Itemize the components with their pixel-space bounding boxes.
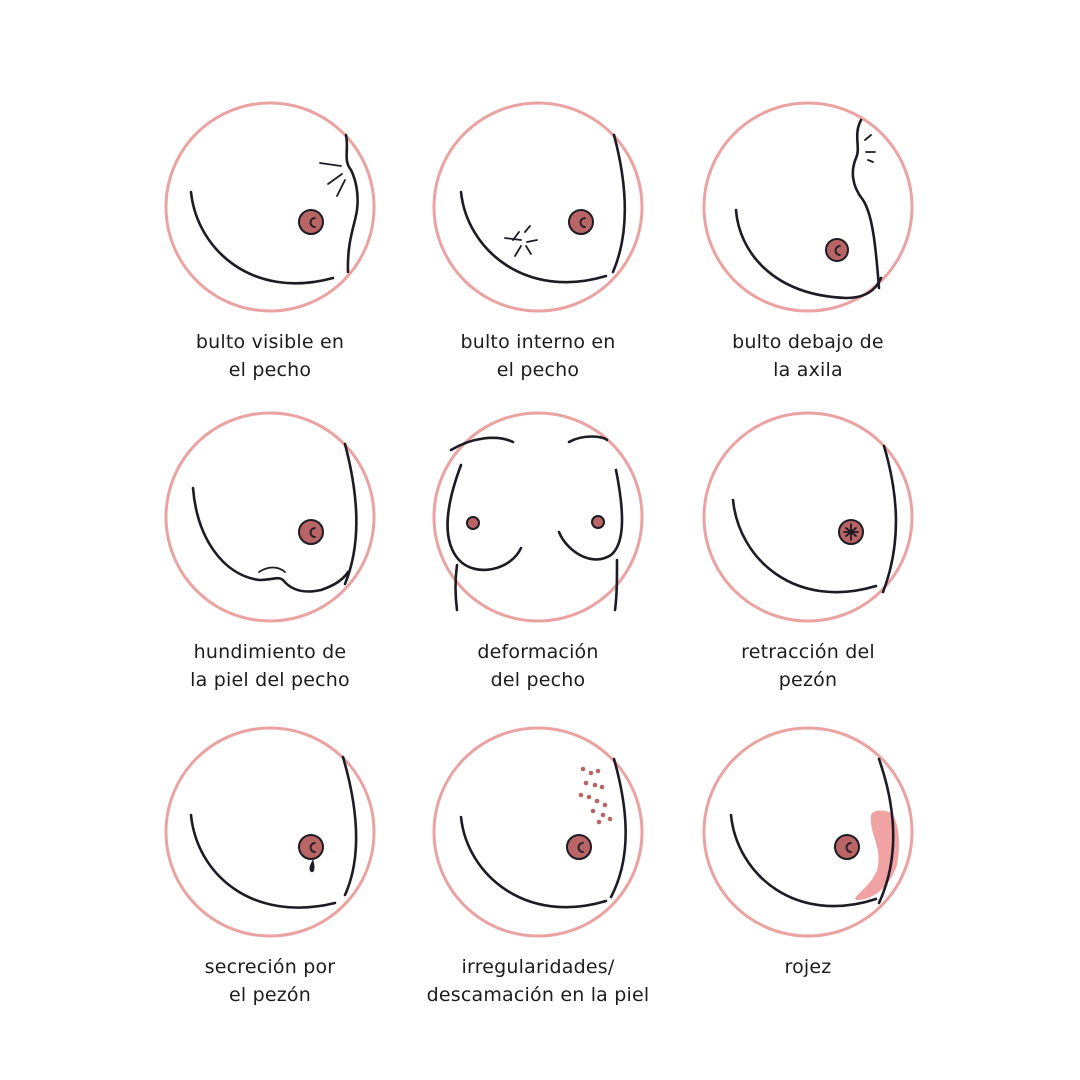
lump-lines	[864, 134, 876, 163]
lump-contour	[344, 133, 359, 274]
symptom-cell-8: irregularidades/ descamación en la piel	[403, 725, 673, 1009]
lump-lines	[504, 225, 538, 257]
breast-outline	[731, 498, 878, 594]
nipple-retraction-icon	[702, 411, 914, 623]
breast-side	[343, 442, 358, 586]
symptom-caption: deformación del pecho	[477, 641, 599, 691]
nipple-mark	[579, 217, 586, 228]
circle-frame	[702, 101, 914, 313]
circle-frame	[702, 726, 914, 938]
symptom-caption: secreción por el pezón	[204, 956, 336, 1006]
redness-breast-icon	[702, 726, 914, 938]
nipple	[825, 238, 849, 262]
nipple-mark	[309, 217, 316, 228]
right-torso	[613, 558, 619, 612]
breast-outline	[459, 815, 608, 909]
visible-lump-breast-icon	[164, 101, 376, 313]
nipple-mark	[845, 842, 852, 853]
symptom-caption: hundimiento de la piel del pecho	[190, 641, 350, 691]
circle-frame	[164, 101, 376, 313]
circle-frame	[702, 411, 914, 623]
symptom-caption: irregularidades/ descamación en la piel	[426, 956, 650, 1006]
symptom-cell-1: bulto visible en el pecho	[135, 100, 405, 384]
nipple-discharge-icon	[164, 726, 376, 938]
skin-dimpling-breast-icon	[164, 411, 376, 623]
symptom-cell-3: bulto debajo de la axila	[673, 100, 943, 384]
circle-frame	[432, 726, 644, 938]
circle-frame	[164, 726, 376, 938]
breast-outline	[191, 486, 350, 593]
symptom-cell-4: hundimiento de la piel del pecho	[135, 410, 405, 694]
circle-frame	[164, 411, 376, 623]
breast-side	[341, 755, 358, 897]
circle-frame	[432, 411, 644, 623]
circle-frame	[432, 101, 644, 313]
internal-lump-breast-icon	[432, 101, 644, 313]
nipple-mark	[834, 245, 841, 256]
symptom-cell-7: secreción por el pezón	[135, 725, 405, 1009]
nipple-mark	[309, 527, 316, 538]
skin-irregularities-icon	[432, 726, 644, 938]
retracted-nipple-mark	[843, 523, 859, 541]
left-shoulder	[449, 436, 515, 452]
breast-outline	[459, 190, 608, 284]
armpit-contour	[851, 118, 881, 290]
breast-deformation-icon	[432, 411, 644, 623]
left-nipple	[466, 516, 480, 530]
armpit-lump-breast-icon	[702, 101, 914, 313]
breast-outline	[189, 190, 335, 285]
nipple-mark	[309, 842, 316, 853]
symptom-caption: bulto debajo de la axila	[732, 331, 884, 381]
left-breast-outline	[446, 463, 523, 572]
symptom-cell-5: deformación del pecho	[403, 410, 673, 694]
breast-outline	[734, 208, 883, 300]
breast-side	[877, 757, 895, 905]
skin-dots	[578, 766, 613, 825]
right-shoulder	[567, 435, 609, 444]
right-nipple	[591, 515, 605, 529]
symptom-caption: retracción del pezón	[741, 641, 875, 691]
right-breast-outline	[557, 468, 624, 561]
symptom-cell-2: bulto interno en el pecho	[403, 100, 673, 384]
breast-side	[881, 444, 898, 594]
breast-outline	[189, 813, 337, 909]
nipple-mark	[577, 842, 584, 853]
symptom-caption: bulto interno en el pecho	[460, 331, 616, 381]
discharge-drop	[309, 859, 315, 873]
breast-side	[611, 133, 627, 274]
symptom-cell-9: rojez	[673, 725, 943, 981]
dimple-line	[258, 566, 286, 573]
breast-side	[609, 757, 627, 899]
symptom-caption: bulto visible en el pecho	[195, 331, 345, 381]
lump-lines	[319, 162, 346, 197]
symptom-cell-6: retracción del pezón	[673, 410, 943, 694]
breast-outline	[729, 813, 878, 908]
symptom-caption: rojez	[784, 956, 832, 978]
left-torso	[454, 563, 459, 612]
